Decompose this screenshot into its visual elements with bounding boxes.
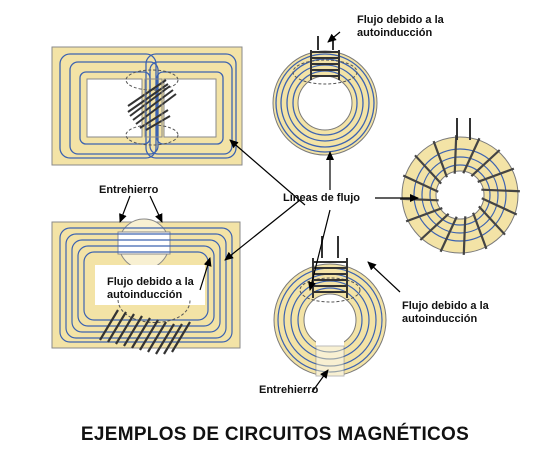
toroid-gap-bottom bbox=[273, 236, 387, 378]
shell-core-diagram bbox=[51, 46, 243, 166]
winding-turn bbox=[419, 213, 450, 241]
winding-turn bbox=[400, 197, 439, 202]
label-flux-self-induction-right: Flujo debido a la bbox=[402, 300, 489, 312]
toroid-coil-top bbox=[272, 36, 378, 156]
winding-turn bbox=[405, 207, 443, 223]
label-flux-lines: Líneas de flujo bbox=[283, 192, 361, 204]
label-flux-self-induction-left: Flujo debido a la bbox=[107, 276, 194, 288]
label-self-induction-right: autoinducción bbox=[402, 313, 478, 325]
winding-turn bbox=[481, 188, 520, 193]
figure-title: EJEMPLOS DE CIRCUITOS MAGNÉTICOS bbox=[80, 424, 470, 445]
winding-turn bbox=[439, 216, 458, 253]
winding-turn bbox=[478, 205, 506, 236]
label-air-gap-bottom: Entrehierro bbox=[259, 384, 319, 396]
toroid-winding-right bbox=[400, 118, 520, 255]
winding-turn bbox=[402, 174, 439, 193]
label-self-induction-top: autoinducción bbox=[357, 27, 433, 39]
winding-turn bbox=[414, 154, 442, 185]
winding-turn bbox=[432, 140, 448, 178]
winding-turn bbox=[453, 135, 458, 174]
winding-turn bbox=[481, 197, 518, 216]
winding-turn bbox=[470, 149, 501, 177]
label-flux-self-induction-top: Flujo debido a la bbox=[357, 14, 444, 26]
label-self-induction-left: autoinducción bbox=[107, 289, 183, 301]
pointer-arrows bbox=[119, 31, 419, 393]
gapped-core-diagram bbox=[51, 218, 241, 355]
winding-turn bbox=[462, 137, 481, 174]
winding-turn bbox=[472, 212, 488, 250]
winding-turn bbox=[477, 167, 515, 183]
label-air-gap-left: Entrehierro bbox=[99, 184, 159, 196]
winding-turn bbox=[462, 216, 467, 255]
